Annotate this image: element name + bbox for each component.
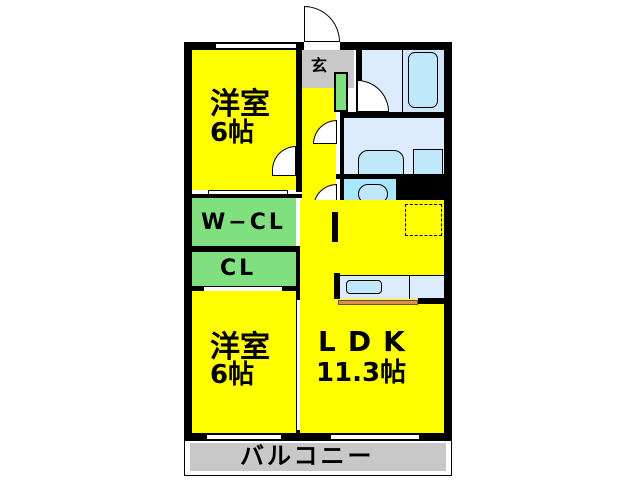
ldk-name: LDK: [318, 325, 417, 358]
bathtub-basin: [408, 52, 438, 108]
wall-bedroom-top-right: [296, 42, 302, 192]
wall-hall-ldk: [332, 212, 338, 242]
bedroom-top-name: 洋室: [210, 87, 270, 122]
balcony: [190, 443, 446, 471]
storage-hatch: [405, 204, 442, 236]
bedroom-bottom-size: 6帖: [210, 360, 255, 390]
closet-label: CL: [220, 256, 257, 281]
room-walk-in-closet: [192, 198, 296, 246]
wall-toilet-right: [396, 174, 452, 200]
wall-bath-wash: [340, 112, 452, 118]
ldk-size: 11.3帖: [316, 358, 407, 388]
kitchen-wall: [334, 273, 340, 299]
wall-wash-toilet: [336, 174, 452, 179]
outer-wall-left: [184, 42, 192, 447]
window-top-bedroom: [215, 43, 303, 49]
kitchen-back-wall: [418, 298, 444, 304]
ldk-upper: [336, 209, 444, 239]
window-bottom-bedroom: [206, 434, 282, 440]
washing-machine: [413, 149, 443, 175]
balcony-label: バルコニー: [240, 442, 375, 470]
walk-in-closet-label: W−CL: [201, 210, 286, 235]
window-bottom-ldk: [330, 434, 420, 440]
kitchen-sink: [346, 280, 382, 294]
kitchen-counter-edge: [338, 300, 418, 305]
wall-wcl-cl: [184, 246, 302, 252]
outer-wall-right: [444, 42, 452, 447]
bedroom-top-size: 6帖: [210, 118, 255, 148]
bedroom-bottom-sliding-door[interactable]: [297, 300, 300, 430]
kitchen-divider: [409, 275, 410, 299]
outer-wall-bottom: [184, 433, 452, 441]
entrance-door[interactable]: [304, 6, 340, 42]
room-closet: [192, 252, 296, 286]
outer-wall-top-right: [340, 42, 452, 50]
entrance-label: 玄: [311, 56, 328, 75]
washbasin: [358, 150, 404, 176]
shoe-cabinet: [334, 72, 348, 112]
wall-wcl-top: [184, 194, 302, 198]
bedroom-bottom-name: 洋室: [210, 330, 270, 365]
room-bedroom-bottom: [192, 291, 296, 433]
